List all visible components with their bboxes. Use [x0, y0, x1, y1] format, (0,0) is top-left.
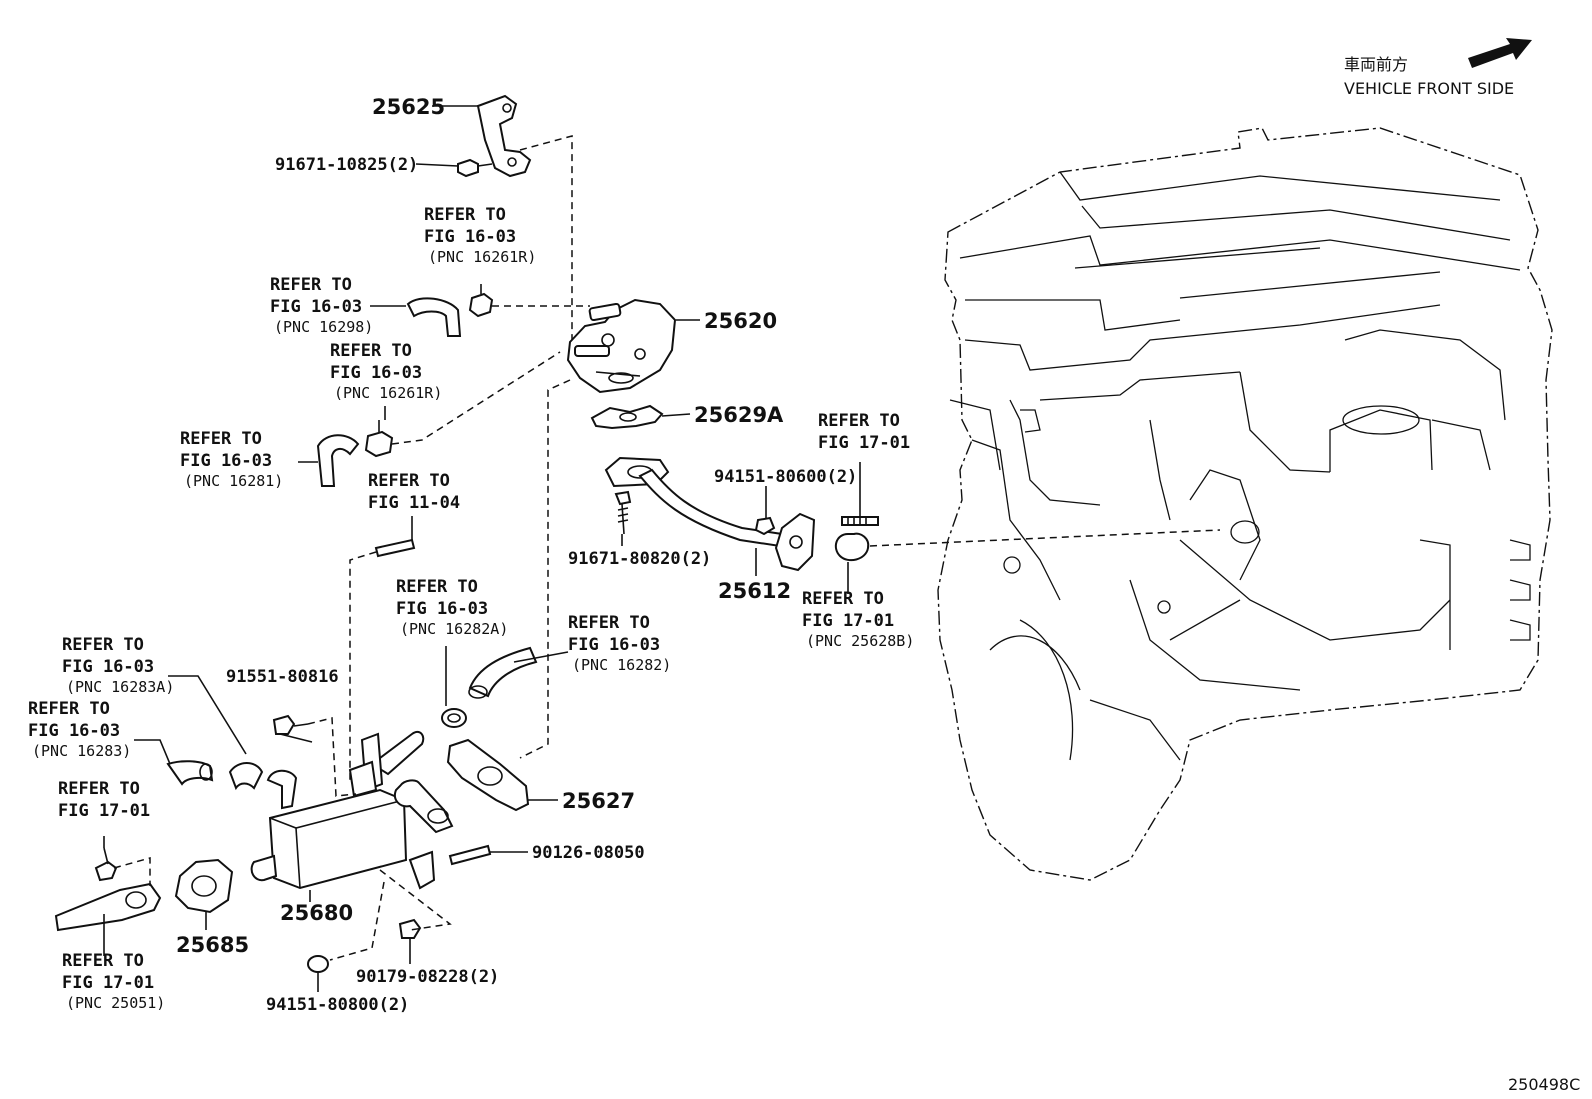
part-label-91671-80820: 91671-80820(2): [568, 549, 711, 569]
ref-label-16283: REFER TO FIG 16-03 (PNC 16283): [28, 699, 131, 760]
svg-text:FIG 16-03: FIG 16-03: [568, 635, 660, 655]
egr-pipe-25612-shape: [604, 456, 816, 572]
ref-label-16298: REFER TO FIG 16-03 (PNC 16298): [270, 275, 373, 336]
svg-text:REFER TO: REFER TO: [180, 429, 262, 449]
dashed-lines: [113, 135, 1221, 961]
part-label-25680: 25680: [280, 901, 353, 925]
svg-text:(PNC 16283A): (PNC 16283A): [66, 678, 174, 696]
svg-text:FIG 17-01: FIG 17-01: [802, 611, 894, 631]
part-label-25625: 25625: [372, 95, 445, 119]
part-label-90126-08050: 90126-08050: [532, 843, 645, 863]
gasket-25629A-shape: [590, 404, 664, 430]
vehicle-front-label-en: VEHICLE FRONT SIDE: [1344, 79, 1514, 98]
engine-block-outline: [937, 127, 1553, 881]
svg-text:(PNC 16261R): (PNC 16261R): [334, 384, 442, 402]
svg-text:(PNC 25051): (PNC 25051): [66, 994, 165, 1012]
clamp-16282A-shape: [441, 708, 467, 728]
svg-text:REFER TO: REFER TO: [424, 205, 506, 225]
nut-94151-80800-shape: [307, 955, 329, 973]
gasket-25685-shape: [174, 858, 234, 914]
svg-text:FIG 16-03: FIG 16-03: [396, 599, 488, 619]
svg-text:FIG 16-03: FIG 16-03: [330, 363, 422, 383]
hose-16298-shape: [406, 297, 462, 337]
svg-text:(PNC 16281): (PNC 16281): [184, 472, 283, 490]
svg-text:FIG 16-03: FIG 16-03: [424, 227, 516, 247]
hose-16282-shape: [468, 646, 538, 699]
part-label-91671-10825: 91671-10825(2): [275, 155, 418, 175]
svg-text:REFER TO: REFER TO: [28, 699, 110, 719]
svg-text:FIG 17-01: FIG 17-01: [58, 801, 150, 821]
svg-text:REFER TO: REFER TO: [396, 577, 478, 597]
ref-label-16261R-top: REFER TO FIG 16-03 (PNC 16261R): [424, 205, 536, 266]
front-arrow-icon: [1468, 38, 1532, 68]
ref-label-fig1701-stud: REFER TO FIG 17-01: [818, 411, 910, 453]
svg-text:FIG 16-03: FIG 16-03: [270, 297, 362, 317]
gasket-ring-25628B-shape: [834, 532, 870, 562]
svg-text:REFER TO: REFER TO: [818, 411, 900, 431]
stud-fig1104-shape: [374, 538, 416, 558]
hose-16281-shape: [316, 434, 360, 487]
svg-text:FIG 16-03: FIG 16-03: [28, 721, 120, 741]
egr-valve-25620-shape: [566, 298, 677, 394]
bolt-fig1701-shape: [94, 847, 118, 882]
part-label-25685: 25685: [176, 933, 249, 957]
svg-text:(PNC 16283): (PNC 16283): [32, 742, 131, 760]
svg-text:(PNC 16298): (PNC 16298): [274, 318, 373, 336]
svg-text:REFER TO: REFER TO: [368, 471, 450, 491]
gasket-25627-shape: [446, 738, 530, 812]
part-label-94151-80800: 94151-80800(2): [266, 995, 409, 1015]
part-label-94151-80600: 94151-80600(2): [714, 467, 857, 487]
stud-fig1701-shape: [841, 516, 879, 526]
ref-label-fig1701-bolt: REFER TO FIG 17-01: [58, 779, 150, 821]
pipe-25051-shape: [54, 882, 162, 932]
bolt-91551-80816-shape: [272, 714, 309, 735]
egr-cooler-25680-shape: [250, 730, 454, 890]
part-label-25612: 25612: [718, 579, 791, 603]
stud-90126-08050-shape: [448, 844, 492, 866]
svg-text:(PNC 25628B): (PNC 25628B): [806, 632, 914, 650]
part-label-25627: 25627: [562, 789, 635, 813]
svg-text:FIG 17-01: FIG 17-01: [818, 433, 910, 453]
ref-label-25628B: REFER TO FIG 17-01 (PNC 25628B): [802, 589, 914, 650]
part-label-91551-80816: 91551-80816: [226, 667, 339, 687]
svg-text:(PNC 16282A): (PNC 16282A): [400, 620, 508, 638]
svg-text:(PNC 16282): (PNC 16282): [572, 656, 671, 674]
ref-label-16261R-mid: REFER TO FIG 16-03 (PNC 16261R): [330, 341, 442, 402]
bolt-91671-80820-shape: [614, 490, 632, 535]
ref-label-25051: REFER TO FIG 17-01 (PNC 25051): [62, 951, 165, 1012]
svg-text:REFER TO: REFER TO: [58, 779, 140, 799]
hose-16283-shape: [166, 760, 214, 786]
clamp-16261R-b-shape: [364, 420, 394, 458]
ref-label-16282: REFER TO FIG 16-03 (PNC 16282): [568, 613, 671, 674]
part-label-25620: 25620: [704, 309, 777, 333]
leader-lines: [103, 105, 861, 992]
svg-text:FIG 11-04: FIG 11-04: [368, 493, 460, 513]
svg-text:(PNC 16261R): (PNC 16261R): [428, 248, 536, 266]
svg-text:REFER TO: REFER TO: [62, 951, 144, 971]
svg-text:FIG 17-01: FIG 17-01: [62, 973, 154, 993]
svg-text:REFER TO: REFER TO: [330, 341, 412, 361]
svg-text:FIG 16-03: FIG 16-03: [62, 657, 154, 677]
bolt-91671-10825-shape: [457, 158, 493, 178]
hose-16283A-shape: [228, 762, 264, 791]
part-label-25629A: 25629A: [694, 403, 784, 427]
diagram-id: 250498C: [1508, 1075, 1580, 1094]
svg-text:REFER TO: REFER TO: [568, 613, 650, 633]
svg-text:FIG 16-03: FIG 16-03: [180, 451, 272, 471]
ref-label-16283A: REFER TO FIG 16-03 (PNC 16283A): [62, 635, 174, 696]
ref-label-16281: REFER TO FIG 16-03 (PNC 16281): [180, 429, 283, 490]
svg-text:REFER TO: REFER TO: [62, 635, 144, 655]
ref-label-16282A: REFER TO FIG 16-03 (PNC 16282A): [396, 577, 508, 638]
svg-text:REFER TO: REFER TO: [802, 589, 884, 609]
vehicle-front-label-jp: 車両前方: [1344, 55, 1408, 74]
ref-label-fig1104: REFER TO FIG 11-04: [368, 471, 460, 513]
nut-90179-08228-shape: [398, 918, 422, 939]
clamp-16261R-a-shape: [468, 284, 494, 318]
part-label-90179-08228: 90179-08228(2): [356, 967, 499, 987]
nut-94151-80600-shape: [754, 516, 776, 536]
svg-text:REFER TO: REFER TO: [270, 275, 352, 295]
bracket-25625-shape: [476, 94, 532, 178]
